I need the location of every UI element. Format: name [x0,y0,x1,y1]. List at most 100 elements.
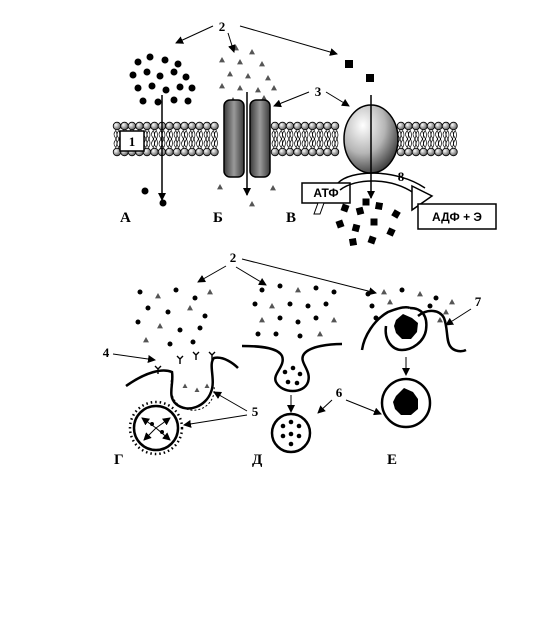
molecule-dot [297,333,303,339]
pointer-6-d [317,399,333,414]
vesicle-coat-g [128,400,184,456]
molecule-dot [190,339,196,345]
lipid-head [285,147,295,157]
molecule-dot [305,303,311,309]
molecule-triangle [271,85,277,91]
lipid-tail [176,130,181,149]
lipid-tail [151,129,155,148]
lipid-tail [191,129,196,148]
lipid-tail [442,129,447,148]
lipid-head [449,147,458,157]
lipid-head [426,121,436,131]
lipid-tail [412,129,417,148]
square-above-v [366,74,374,82]
lipid-tail [211,129,215,148]
molecule-triangle [265,75,271,81]
lipid-tail [453,129,457,148]
molecule-square [374,201,384,211]
lipid-head [411,121,421,131]
molecule-dot [134,84,142,92]
lipid-head [396,147,406,157]
molecule-triangle [207,289,213,295]
lipid-tail [286,130,291,149]
pointer-2-b [227,32,236,53]
lipid-tail [196,129,200,148]
lipid-tail [286,129,291,148]
molecule-dot [313,285,319,291]
lipid-tail [203,129,208,148]
lipid-head [308,147,317,157]
channel-group-b [217,45,277,207]
reaction-arrow-head [411,184,434,212]
lipid-tail [282,130,286,149]
receptor [192,351,200,360]
lipid-tail [203,130,208,149]
lipid-head [127,121,137,131]
lipid-head [187,147,197,157]
channel-right-half [249,99,271,178]
vesicle-content-g [141,417,171,441]
molecule-dot [285,379,291,385]
lipid-tail [294,129,298,148]
label-5: 5 [252,404,259,419]
lipid-head [135,121,144,131]
label-7: 7 [475,294,482,309]
pointer-2-g [197,265,227,283]
molecule-triangle [187,305,193,311]
molecule-triangle [270,185,276,191]
molecule-triangle [269,303,275,309]
lipid-head [210,121,219,131]
lipid-tail [274,130,279,149]
molecule-dot [294,380,300,386]
lipid-tail [423,129,427,148]
atp-label: АТФ [313,186,338,200]
molecule-square [340,203,350,213]
lipid-tail [282,129,286,148]
lipid-tail [279,129,283,148]
molecule-dot [296,423,302,429]
lipid-tail [316,129,321,148]
molecule-triangle [233,45,239,51]
lipid-head [187,121,197,131]
lipid-tail [301,129,306,148]
lipid-tail [166,129,170,148]
lipid-head [404,121,413,131]
reaction-arrow-outline [337,172,426,189]
lipid-tail [430,130,435,149]
lipid-tail [435,129,439,148]
molecule-dot [280,423,286,429]
lipid-head [172,147,182,157]
lipid-head [300,121,310,131]
pump-group-v: АТФ АДФ + Э [301,60,497,247]
reaction-arrow-inner [339,180,419,197]
pinocytosis-group-d: 6 Д [241,283,382,468]
lipid-tail [334,129,339,148]
lipid-tail [324,130,328,149]
molecule-dot [182,73,190,81]
lipid-tail [199,130,203,149]
molecule-dot [137,289,143,295]
lipid-tail [412,130,417,149]
lipid-tail [309,129,313,148]
lipid-tail [199,129,203,148]
molecule-dot [288,441,294,447]
lipid-tail [427,129,432,148]
pointer-6-e [345,399,382,416]
label-2-top: 2 [219,19,226,34]
lipid-head [270,147,280,157]
lipid-tail [319,130,324,149]
molecule-triangle [249,201,255,207]
molecule-dot [135,319,141,325]
lipid-tail [400,129,405,148]
lipid-tail [327,130,331,149]
lipid-tail [271,130,276,149]
lipid-head [315,147,325,157]
membrane-d [241,342,343,393]
lipid-head [300,147,310,157]
pointer-2-d [235,266,267,286]
molecule-dot [143,68,151,76]
lipid-head [180,147,189,157]
pointer-3-carrier [325,91,350,107]
pointer-2-v [239,25,338,56]
lipid-tail [423,130,427,149]
